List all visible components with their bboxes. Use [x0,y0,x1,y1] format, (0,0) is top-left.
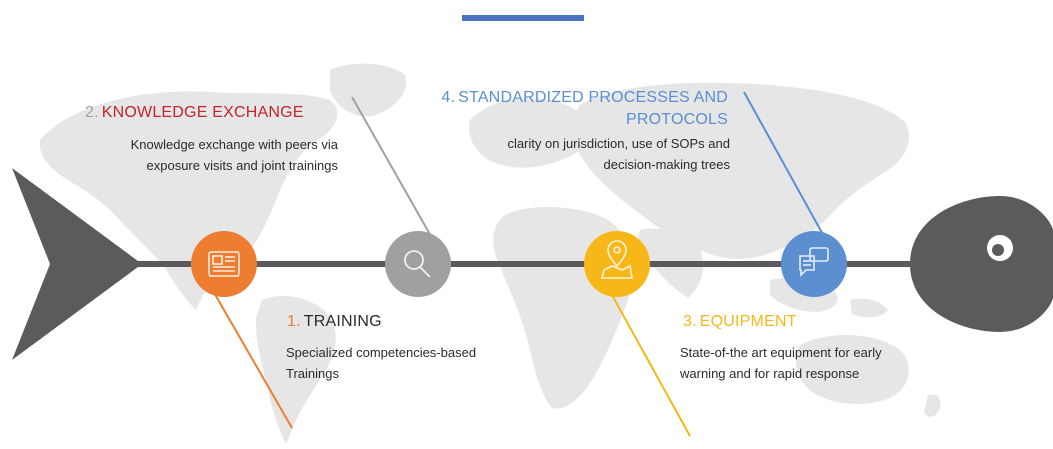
fish-head [910,196,1053,332]
bone-line-equipment [601,276,691,437]
fish-pupil [992,244,1004,256]
equipment-description: State-of-the art equipment for early war… [680,345,882,381]
world-map-background [39,63,941,444]
title-accent-bar [462,15,584,21]
search-icon [404,250,431,278]
equipment-number: 3. [683,313,697,330]
chat-icon [799,247,829,277]
training-title: TRAINING [303,313,382,330]
newspaper-icon [208,251,240,277]
processes-description: clarity on jurisdiction, use of SOPs and… [507,136,730,172]
node-processes [781,231,847,297]
node-equipment [584,231,650,297]
knowledge-heading: 2.KNOWLEDGE EXCHANGE [85,104,304,122]
training-description: Specialized competencies-based Trainings [286,345,477,381]
processes-heading: 4.STANDARDIZED PROCESSES AND PROTOCOLS [440,87,728,131]
bone-line-training [204,276,293,429]
knowledge-title: KNOWLEDGE EXCHANGE [101,104,304,121]
training-number: 1. [287,313,301,330]
knowledge-number: 2. [85,104,99,121]
bone-line-processes [743,91,827,241]
node-knowledge [385,231,451,297]
processes-number: 4. [441,89,456,106]
training-heading: 1.TRAINING [287,313,382,331]
bone-line-knowledge [351,96,433,239]
knowledge-description: Knowledge exchange with peers via exposu… [130,137,338,173]
equipment-heading: 3.EQUIPMENT [683,313,797,331]
map-pin-icon [600,240,633,279]
processes-title: STANDARDIZED PROCESSES AND PROTOCOLS [458,89,728,128]
equipment-title: EQUIPMENT [699,313,797,330]
node-training [191,231,257,297]
fish-tail [12,168,142,360]
